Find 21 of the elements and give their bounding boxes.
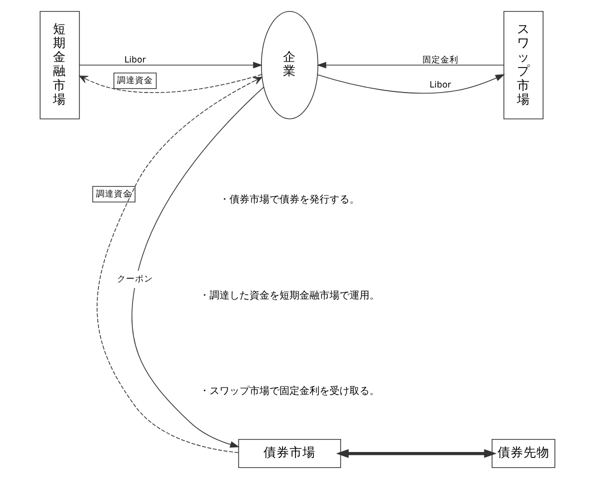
edge-label: 調達資金 bbox=[117, 76, 154, 86]
node-box: 短期金融市場 bbox=[40, 10, 80, 120]
arrow bbox=[79, 62, 263, 68]
edge-label: 調達資金 bbox=[96, 189, 132, 200]
arrow bbox=[336, 449, 497, 458]
node-ellipse: 企業 bbox=[261, 10, 318, 120]
node-box: スワップ市場 bbox=[503, 10, 544, 120]
arrow bbox=[79, 74, 262, 94]
edge-label: クーポン bbox=[117, 274, 154, 285]
edge-label: Libor bbox=[430, 80, 452, 91]
label: ・債券市場で債券を発行する。 bbox=[220, 194, 360, 206]
label: ・スワップ市場で固定金利を受け取る。 bbox=[200, 386, 380, 398]
edge-label: 固定金利 bbox=[422, 56, 458, 66]
node-box: 債券市場 bbox=[238, 439, 342, 468]
label: ・調達した資金を短期金融市場で運用。 bbox=[200, 290, 380, 302]
arrow bbox=[316, 62, 504, 68]
arrow bbox=[96, 76, 262, 454]
arrow bbox=[132, 86, 264, 448]
edge-label: Libor bbox=[124, 56, 146, 66]
node-box: 債券先物 bbox=[492, 439, 556, 468]
arrow bbox=[317, 74, 505, 94]
